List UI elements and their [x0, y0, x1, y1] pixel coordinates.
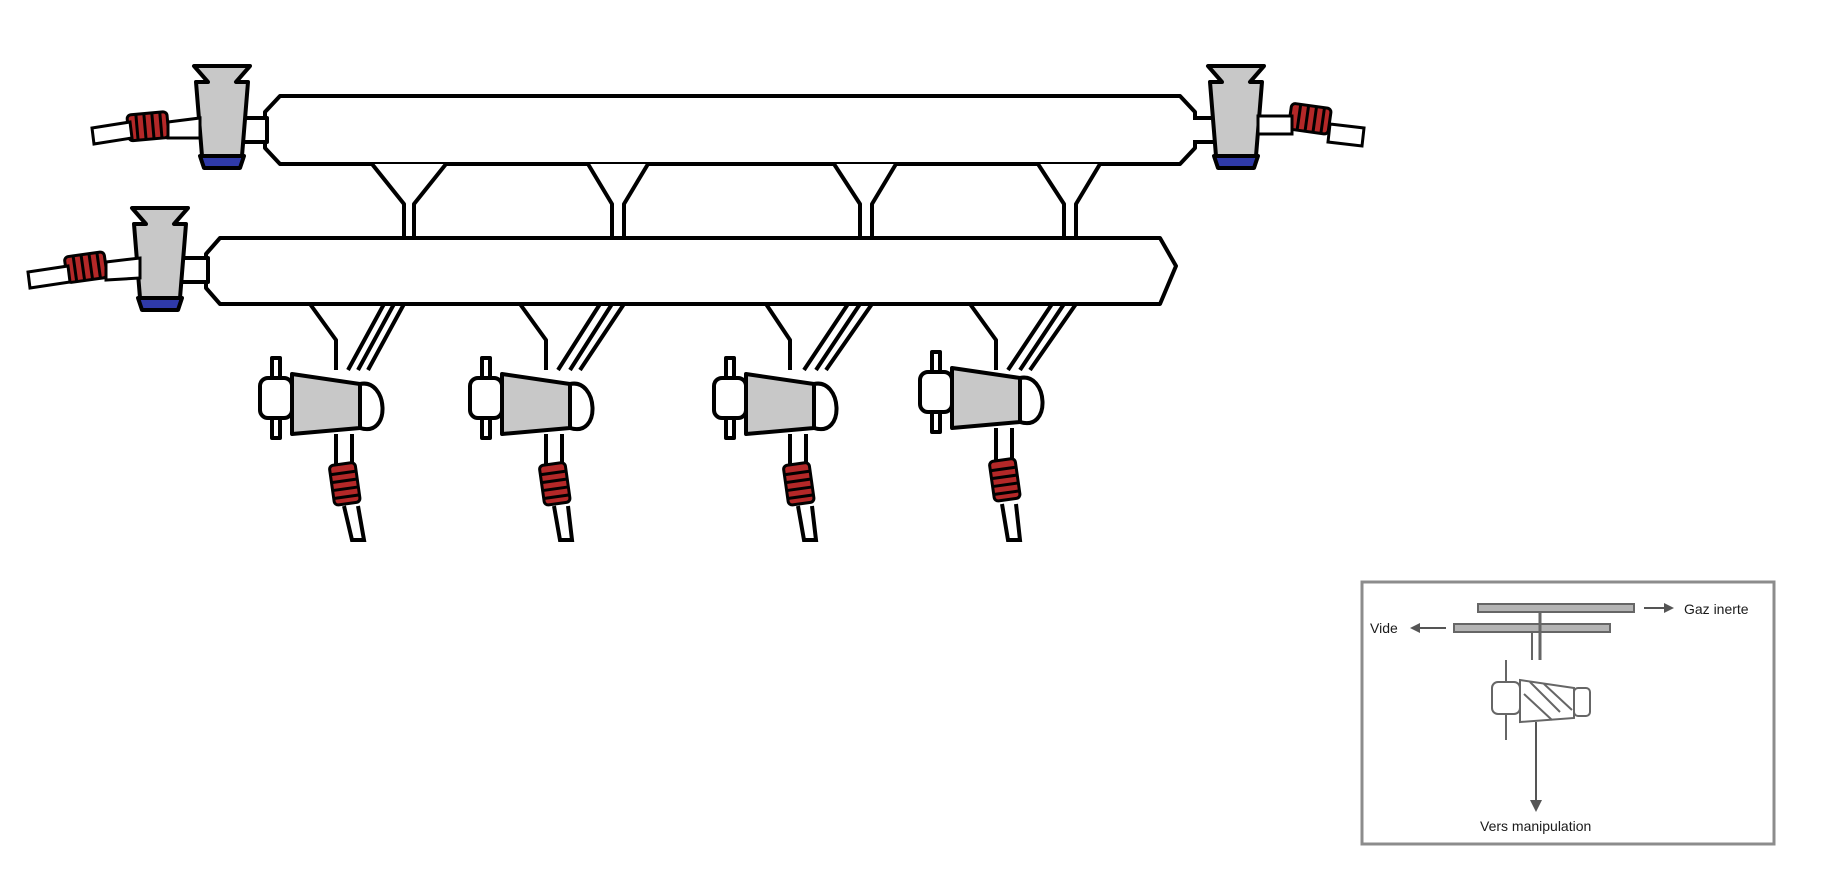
outlet-hose-connector-3 — [781, 460, 816, 507]
inset-label-to-manipulation: Vers manipulation — [1480, 818, 1591, 834]
inset-vacuum-bar — [1453, 623, 1611, 633]
inset-label-vacuum: Vide — [1370, 620, 1398, 636]
inset-label-inert-gas: Gaz inerte — [1684, 601, 1749, 617]
upper-right-hose-connector — [1286, 101, 1333, 136]
upper-left-stopcock — [192, 64, 252, 170]
upper-left-hose-tip — [90, 116, 202, 146]
outlet-hose-connector-2 — [537, 460, 572, 507]
outlet-branch-1 — [308, 302, 406, 371]
outlet-branch-3 — [764, 302, 874, 372]
outlet-branch-4 — [968, 302, 1078, 372]
upper-manifold — [232, 94, 1238, 166]
inset-panel: Vide Gaz inerte Vers manipulation — [1360, 580, 1776, 846]
lower-left-hose-tip — [26, 256, 142, 290]
outlet-hose-connector-1 — [327, 460, 362, 507]
outlet-hose-connector-4 — [987, 456, 1022, 503]
outlet-stem-4 — [994, 428, 1023, 542]
lower-manifold — [172, 236, 1178, 306]
outlet-branch-2 — [518, 302, 626, 372]
upper-right-stopcock — [1206, 64, 1266, 170]
outlet-stopcock-1 — [258, 356, 385, 440]
inset-stopcock-icon — [1491, 660, 1591, 740]
outlet-stopcock-2 — [468, 356, 595, 440]
upper-right-hose-tip — [1256, 114, 1366, 148]
manifold-junctions — [370, 162, 1102, 240]
inset-inert-gas-bar — [1477, 603, 1635, 613]
